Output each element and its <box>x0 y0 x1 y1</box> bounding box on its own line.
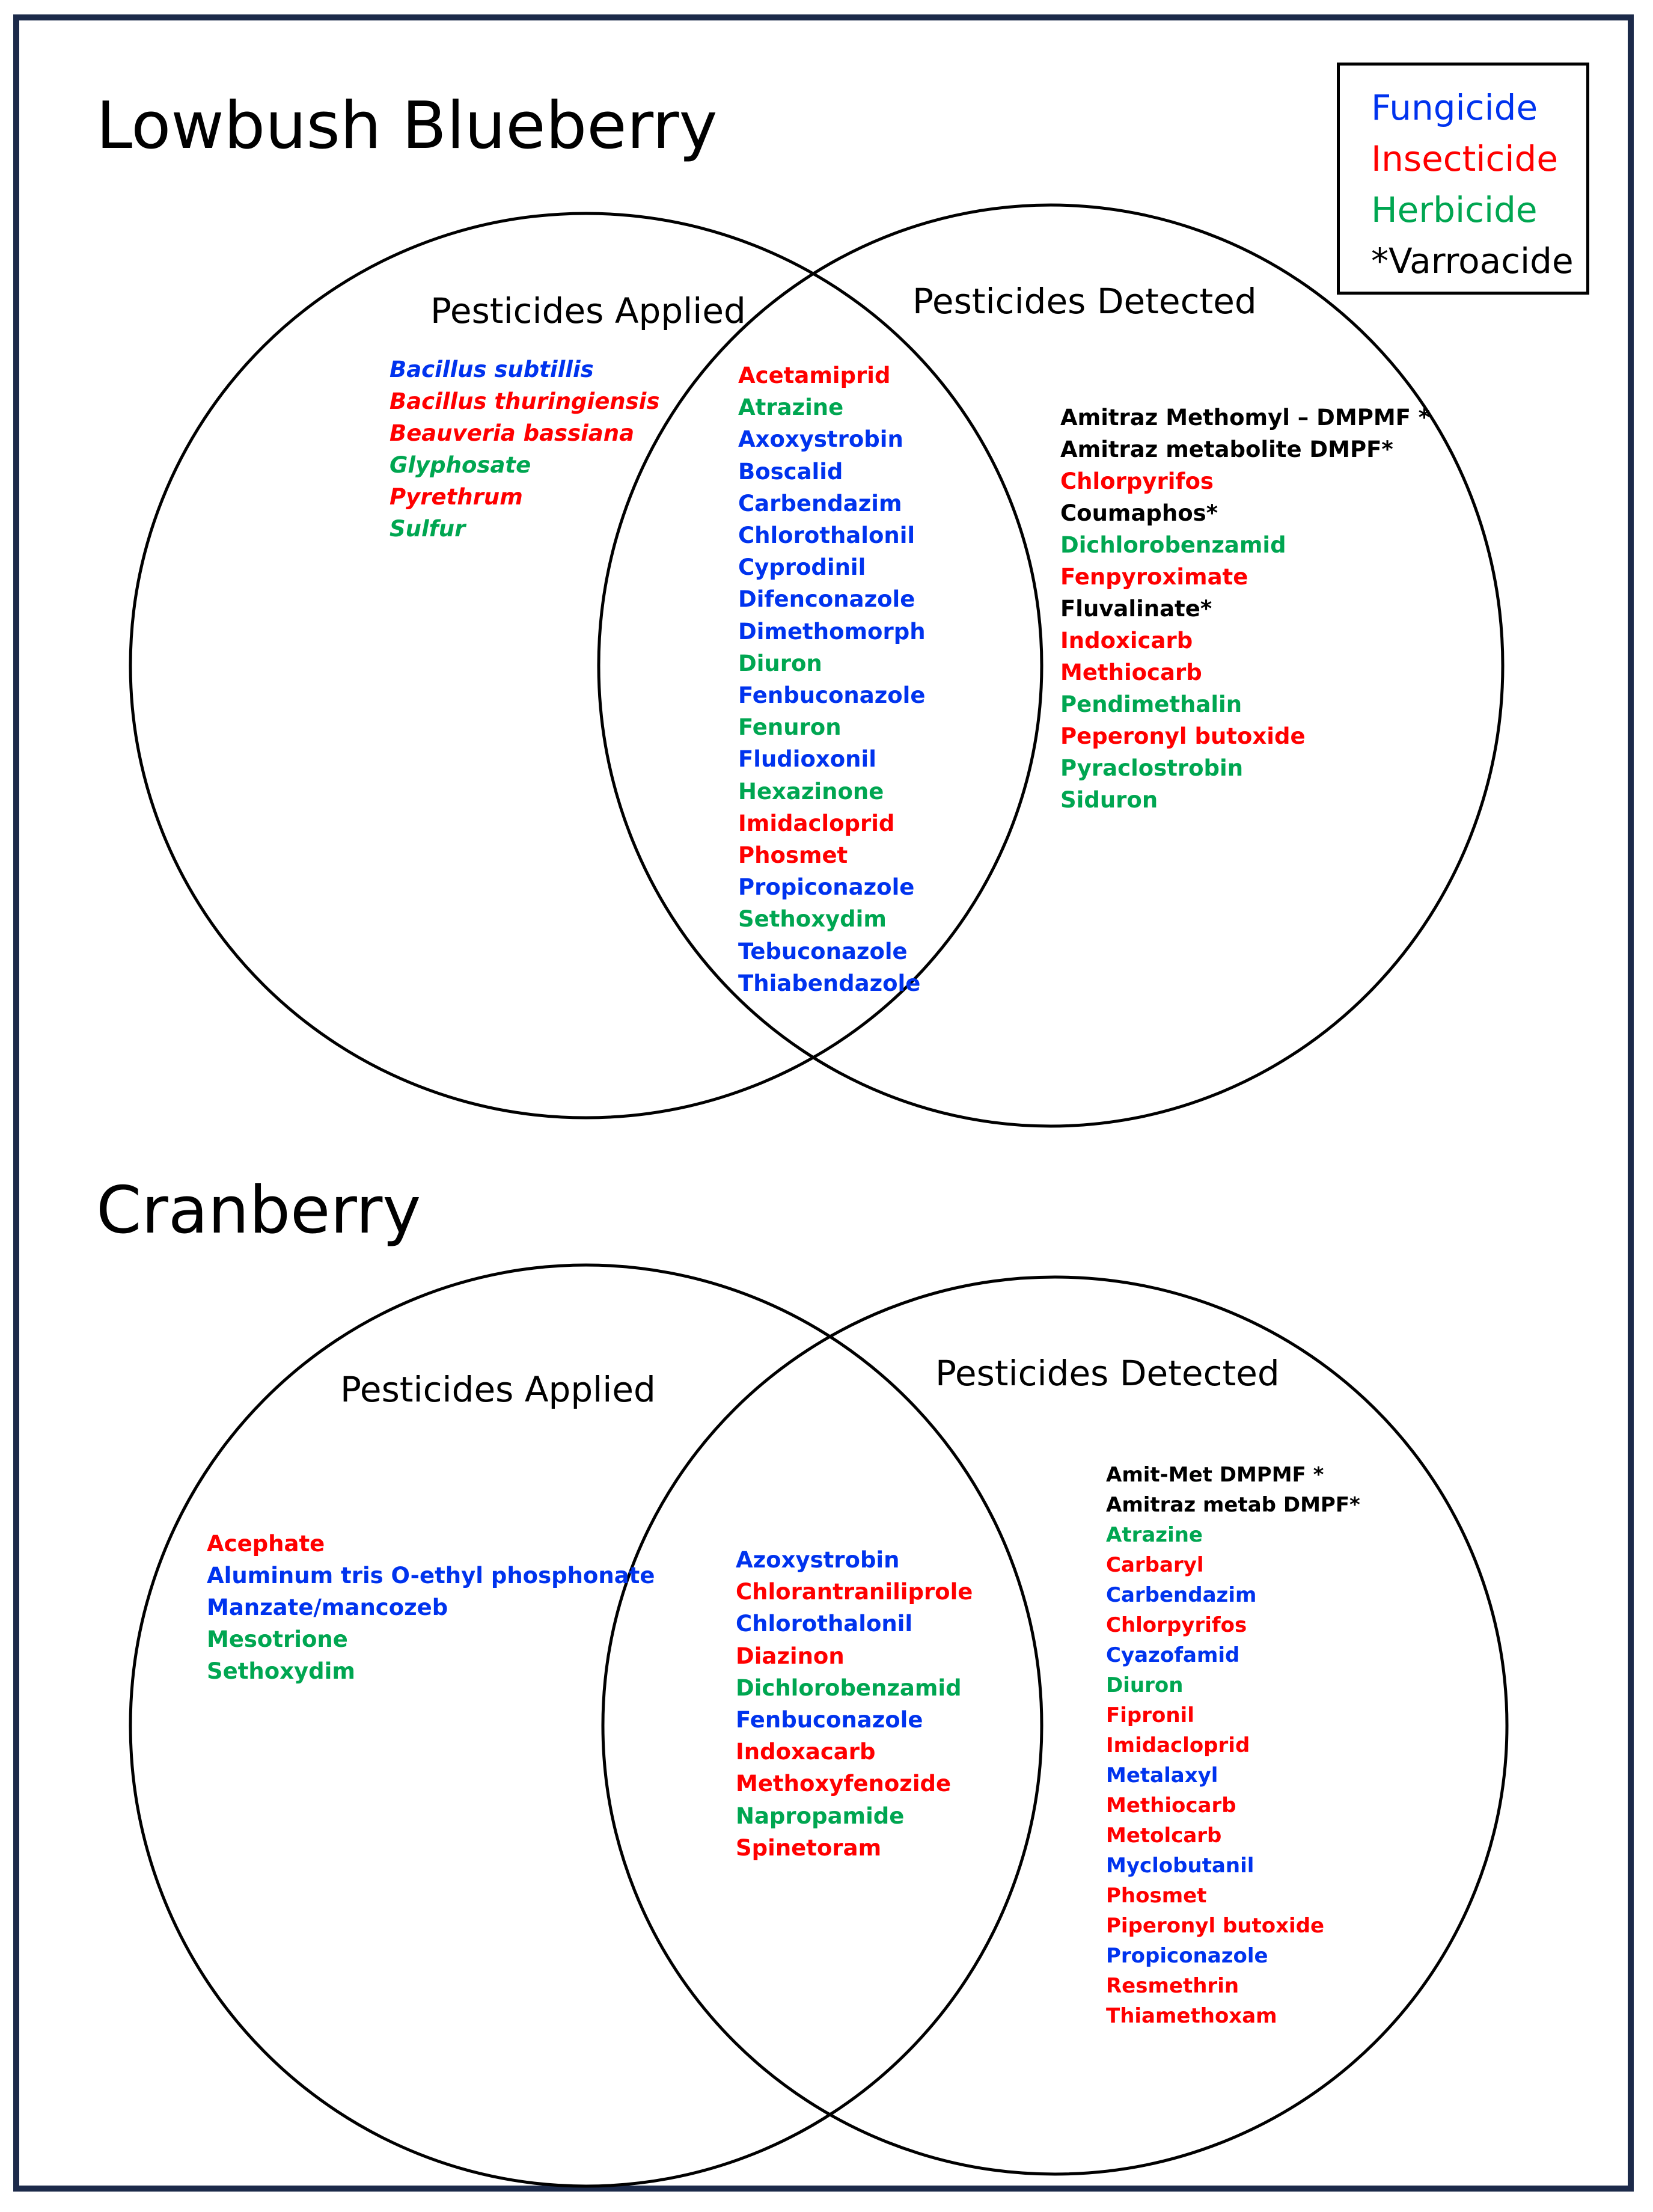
pesticide-item: Tebuconazole <box>738 938 908 964</box>
pesticide-item: Bacillus subtillis <box>390 357 594 382</box>
pesticide-item: Carbendazim <box>1106 1583 1257 1607</box>
pesticide-item: Amitraz metab DMPF* <box>1106 1493 1360 1517</box>
pesticide-item: Mesotrione <box>207 1626 348 1652</box>
pesticide-item: Diazinon <box>736 1643 845 1669</box>
pesticide-item: Propiconazole <box>1106 1944 1268 1968</box>
pesticide-item: Amitraz metabolite DMPF* <box>1060 437 1393 462</box>
pesticide-item: Methiocarb <box>1106 1794 1236 1818</box>
pesticide-item: Chlorpyrifos <box>1060 468 1214 494</box>
pesticide-item: Glyphosate <box>390 452 531 478</box>
pesticide-item: Siduron <box>1060 787 1158 813</box>
pesticide-item: Azoxystrobin <box>736 1547 900 1573</box>
pesticide-item: Aluminum tris O-ethyl phosphonate <box>207 1563 655 1589</box>
pesticide-item: Amitraz Methomyl – DMPMF * <box>1060 405 1431 430</box>
blueberry-detected-circle <box>597 203 1505 1128</box>
pesticide-item: Acetamiprid <box>738 363 891 388</box>
blueberry-applied-label: Pesticides Applied <box>430 290 746 331</box>
pesticide-item: Chlorpyrifos <box>1106 1613 1247 1637</box>
pesticide-item: Metalaxyl <box>1106 1763 1218 1788</box>
pesticide-item: Manzate/mancozeb <box>207 1595 448 1620</box>
pesticide-item: Diuron <box>1106 1673 1184 1697</box>
blueberry-applied-circle <box>129 212 1043 1120</box>
pesticide-item: Sulfur <box>390 516 466 542</box>
pesticide-item: Fenbuconazole <box>736 1707 923 1733</box>
pesticide-item: Amit-Met DMPMF * <box>1106 1463 1324 1487</box>
pesticide-item: Acephate <box>207 1531 325 1557</box>
pesticide-item: Phosmet <box>1106 1884 1207 1908</box>
cranberry-detected-circle <box>601 1275 1509 2176</box>
pesticide-item: Fluvalinate* <box>1060 596 1212 622</box>
legend: Fungicide Insecticide Herbicide *Varroac… <box>1337 63 1589 295</box>
pesticide-item: Diuron <box>738 650 822 676</box>
pesticide-item: Carbendazim <box>738 490 902 516</box>
pesticide-item: Thiabendazole <box>738 970 921 996</box>
pesticide-item: Atrazine <box>1106 1523 1203 1547</box>
pesticide-item: Indoxacarb <box>736 1739 876 1765</box>
pesticide-item: Boscalid <box>738 458 843 485</box>
pesticide-item: Cyazofamid <box>1106 1643 1240 1667</box>
pesticide-item: Imidacloprid <box>1106 1733 1250 1757</box>
pesticide-item: Thiamethoxam <box>1106 2004 1277 2028</box>
cranberry-applied-label: Pesticides Applied <box>340 1369 656 1410</box>
pesticide-item: Sethoxydim <box>207 1658 355 1684</box>
pesticide-item: Carbaryl <box>1106 1553 1204 1577</box>
pesticide-item: Peperonyl butoxide <box>1060 723 1306 749</box>
pesticide-item: Indoxicarb <box>1060 628 1193 654</box>
pesticide-item: Fludioxonil <box>738 746 876 773</box>
pesticide-item: Resmethrin <box>1106 1974 1239 1998</box>
cranberry-applied-circle <box>129 1263 1043 2188</box>
pesticide-item: Napropamide <box>736 1803 905 1829</box>
pesticide-item: Axoxystrobin <box>738 426 903 453</box>
pesticide-item: Methiocarb <box>1060 660 1202 685</box>
pesticide-item: Propiconazole <box>738 874 915 901</box>
pesticide-item: Fipronil <box>1106 1703 1194 1727</box>
pesticide-item: Dichlorobenzamid <box>736 1674 962 1701</box>
pesticide-item: Chlorothalonil <box>738 522 915 549</box>
pesticide-item: Sethoxydim <box>738 906 887 933</box>
legend-fungicide: Fungicide <box>1371 87 1538 128</box>
pesticide-item: Fenbuconazole <box>738 682 926 709</box>
cranberry-detected-only-list: Amit-Met DMPMF * Amitraz metab DMPF* Atraz… <box>1106 1460 1360 2031</box>
pesticide-item: Difenconazole <box>738 586 915 613</box>
pesticide-item: Methoxyfenozide <box>736 1771 952 1797</box>
legend-varroacide: *Varroacide <box>1371 241 1574 281</box>
legend-herbicide: Herbicide <box>1371 189 1538 230</box>
pesticide-item: Atrazine <box>738 394 844 421</box>
legend-insecticide: Insecticide <box>1371 138 1559 179</box>
pesticide-item: Beauveria bassiana <box>390 420 635 446</box>
pesticide-item: Pendimethalin <box>1060 691 1242 717</box>
pesticide-item: Piperonyl butoxide <box>1106 1914 1325 1938</box>
pesticide-item: Hexazinone <box>738 778 884 804</box>
pesticide-item: Cyprodinil <box>738 554 866 581</box>
pesticide-item: Chlorothalonil <box>736 1611 913 1637</box>
pesticide-item: Pyrethrum <box>390 484 523 510</box>
pesticide-item: Fenuron <box>738 714 842 741</box>
pesticide-item: Metolcarb <box>1106 1824 1222 1848</box>
pesticide-item: Spinetoram <box>736 1834 882 1861</box>
pesticide-item: Chlorantraniliprole <box>736 1579 973 1605</box>
pesticide-item: Myclobutanil <box>1106 1854 1254 1878</box>
pesticide-item: Bacillus thuringiensis <box>390 388 660 414</box>
pesticide-item: Coumaphos* <box>1060 500 1218 526</box>
blueberry-detected-only-list: Amitraz Methomyl – DMPMF * Amitraz metabo… <box>1060 402 1430 816</box>
pesticide-item: Dichlorobenzamid <box>1060 532 1286 558</box>
blueberry-detected-label: Pesticides Detected <box>912 281 1257 322</box>
pesticide-item: Fenpyroximate <box>1060 564 1248 590</box>
pesticide-item: Dimethomorph <box>738 618 926 645</box>
pesticide-item: Phosmet <box>738 842 848 869</box>
pesticide-item: Imidacloprid <box>738 810 895 836</box>
figure-frame <box>13 14 1634 2192</box>
cranberry-detected-label: Pesticides Detected <box>935 1353 1280 1394</box>
blueberry-title: Lowbush Blueberry <box>96 88 718 164</box>
pesticide-item: Pyraclostrobin <box>1060 755 1244 781</box>
cranberry-title: Cranberry <box>96 1173 421 1248</box>
